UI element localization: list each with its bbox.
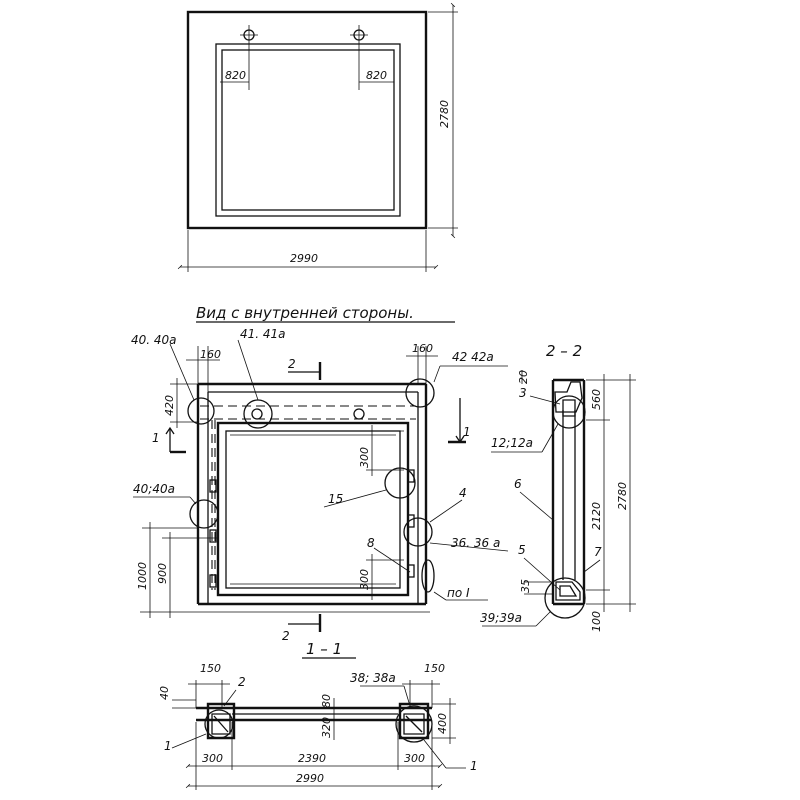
dim-420: 420 [163, 395, 176, 416]
callout-circle-40-mid [189, 499, 219, 529]
section-1-1-title: 1 – 1 [306, 640, 342, 658]
callout-1-right: 1 [470, 759, 478, 773]
top-hole-left-dim: 820 [225, 69, 246, 82]
dim-900: 900 [156, 563, 169, 584]
dim-160-left: 160 [200, 348, 221, 361]
callout-40-40a-top: 40. 40а [131, 333, 177, 347]
dim-300-right: 300 [404, 752, 425, 765]
top-view: 820 820 2990 2780 [177, 2, 458, 272]
callout-15: 15 [328, 492, 343, 506]
section-marker-1-left: 1 [152, 431, 160, 445]
dim-150-left: 150 [200, 662, 221, 675]
callout-39-39a: 39;39а [480, 611, 522, 625]
dim-1000: 1000 [136, 562, 149, 590]
section-marker-1-right: 1 [463, 425, 471, 439]
section-2-2-title: 2 – 2 [546, 342, 582, 360]
dim-300-left: 300 [202, 752, 223, 765]
callout-2: 2 [238, 675, 246, 689]
dim-2780-side: 2780 [616, 482, 629, 510]
callout-circle-4 [403, 517, 433, 547]
callout-circle-42 [405, 378, 435, 408]
callout-po-1: по I [447, 586, 470, 600]
dim-2120: 2120 [590, 502, 603, 530]
callout-8: 8 [367, 536, 375, 550]
top-hole-right-dim: 820 [366, 69, 387, 82]
dim-150-right: 150 [424, 662, 445, 675]
dim-300-bottom: 300 [358, 569, 371, 590]
top-view-opening-inner [221, 49, 395, 211]
dim-2390: 2390 [298, 752, 326, 765]
callout-3: 3 [519, 386, 527, 400]
dim-320: 320 [320, 717, 333, 738]
inside-view-title: Вид с внутренней стороны. [196, 304, 414, 322]
callout-40-40a-mid: 40;40а [133, 482, 175, 496]
callout-42-42a: 42 42а [452, 350, 494, 364]
dim-100: 100 [590, 611, 603, 632]
top-view-opening-outer [215, 43, 401, 217]
top-width-dim: 2990 [290, 252, 318, 265]
dim-20: 20 [517, 370, 530, 384]
callout-circle-40-top [187, 397, 215, 425]
top-height-dim: 2780 [438, 100, 451, 128]
section-marker-2-top: 2 [288, 357, 296, 371]
inside-view: Вид с внутренней стороны. [131, 304, 509, 643]
dim-2990-bottom: 2990 [296, 772, 324, 785]
callout-circle-15 [384, 467, 416, 499]
top-view-outer-panel [186, 10, 428, 230]
callout-36-36a: 36. 36 а [451, 536, 500, 550]
section-2-2: 2 – 2 3 12;12а 6 5 7 39;39а [480, 342, 636, 632]
callout-circle-39 [544, 577, 586, 619]
dim-160-right: 160 [412, 342, 433, 355]
callout-circle-12 [552, 395, 586, 429]
callout-circle-1-left [204, 709, 234, 739]
callout-4: 4 [459, 486, 467, 500]
callout-41-41a: 41. 41а [240, 327, 286, 341]
callout-38-38a: 38; 38а [350, 671, 396, 685]
section-marker-2-bottom: 2 [282, 629, 290, 643]
callout-ellipse-po-1 [421, 559, 435, 593]
dim-80: 80 [320, 694, 333, 708]
dim-300-top: 300 [358, 447, 371, 468]
dim-40: 40 [158, 686, 171, 700]
dim-400: 400 [436, 713, 449, 734]
callout-12-12a: 12;12а [491, 436, 533, 450]
inside-opening-outer [216, 421, 410, 597]
dim-35: 35 [519, 579, 532, 593]
callout-7: 7 [594, 545, 602, 559]
callout-5: 5 [518, 543, 526, 557]
inside-opening-inner [225, 430, 401, 589]
dim-560: 560 [590, 389, 603, 410]
callout-6: 6 [514, 477, 522, 491]
callout-1-left: 1 [164, 739, 172, 753]
section-1-1: 1 – 1 150 150 40 80 320 [158, 640, 478, 790]
